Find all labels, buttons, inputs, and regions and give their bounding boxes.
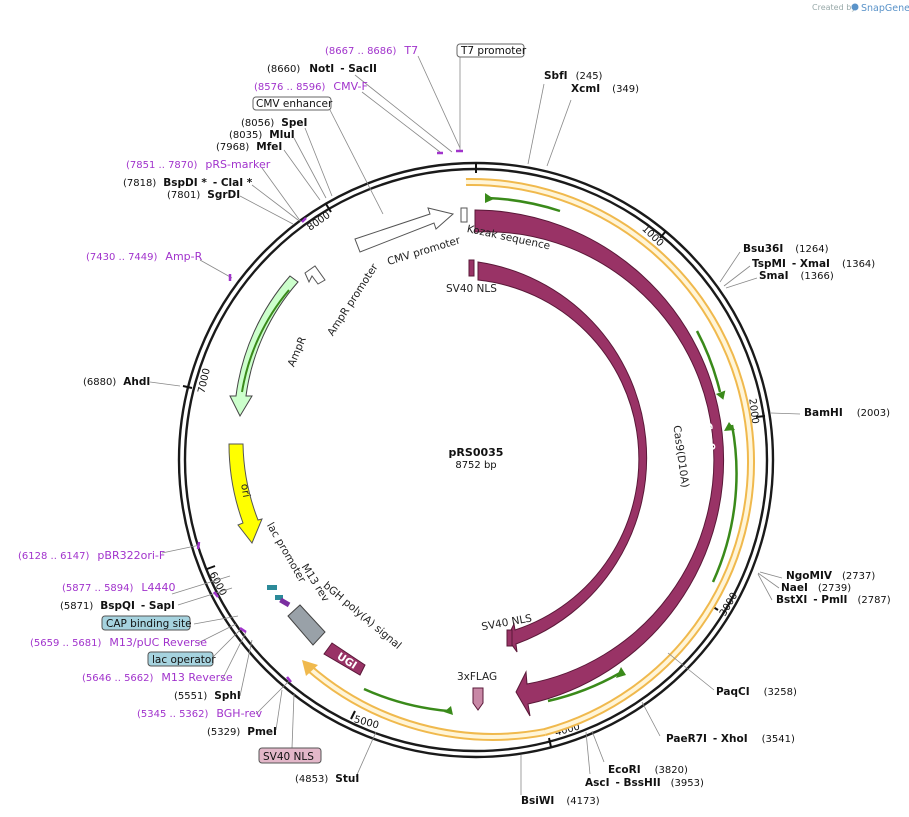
tick-8000 (325, 203, 332, 213)
enzyme-stuI[interactable]: (4853)StuI (295, 773, 359, 785)
cas9-d10a-label: Cas9(D10A) (670, 425, 691, 489)
enzyme-speI[interactable]: (8056)SpeI (241, 117, 307, 129)
bgh-polya-marker (287, 604, 326, 646)
enzyme-xcmI[interactable]: XcmI(349) (571, 83, 639, 95)
enzyme-naeI[interactable]: NaeI(2739) (781, 582, 851, 594)
tick-4000 (548, 737, 552, 748)
enzyme-ngoMIV[interactable]: NgoMIV(2737) (786, 570, 875, 582)
primer-l4440[interactable]: (5877 .. 5894)L4440 (62, 581, 176, 594)
ugi-outer-track-fill (306, 665, 546, 739)
bgh-label: bGH poly(A) signal (321, 580, 404, 652)
primer-bgh-rev[interactable]: (5345 .. 5362)BGH-rev (137, 707, 263, 720)
kozak-marker (460, 207, 468, 223)
cap-site-label: CAP binding site (106, 618, 192, 630)
primer-marks (196, 149, 463, 683)
enzyme-labels-right: SbfI(245) XcmI(349) Bsu36I(1264) TspMI- … (521, 70, 891, 807)
tick-6000 (206, 565, 216, 570)
cmv-enhancer-box[interactable] (252, 96, 332, 111)
enzyme-bstXI[interactable]: BstXI- PmlI(2787) (776, 594, 891, 606)
primer-t7[interactable]: (8667 .. 8686)T7 (325, 44, 418, 57)
lac-operator-label: lac operator (152, 654, 216, 666)
lac-operator-marker (275, 595, 283, 600)
cas9-outer-track-fill (465, 179, 753, 734)
enzyme-ascI[interactable]: AscI- BssHII(3953) (585, 777, 704, 789)
enzyme-bamHI[interactable]: BamHI(2003) (804, 407, 890, 419)
enzyme-mfeI[interactable]: (7968)MfeI (216, 141, 282, 153)
plasmid-size: 8752 bp (455, 460, 496, 471)
sv40-nls-box-label: SV40 NLS (263, 751, 314, 763)
cas9-outer-arrow (474, 209, 725, 717)
ugi-arrow (323, 642, 366, 676)
credit-brand: SnapGene (861, 3, 909, 14)
ori-arrow (228, 443, 263, 544)
t7-promoter-label: T7 promoter (460, 45, 527, 57)
leader-lines (149, 55, 801, 795)
snapgene-logo-icon (851, 3, 859, 11)
primer-cmvf[interactable]: (8576 .. 8596)CMV-F (254, 80, 368, 93)
enzyme-sphI[interactable]: (5551)SphI (174, 690, 241, 702)
cmv-promoter-arrow (354, 207, 455, 253)
green-arrowheads (444, 193, 735, 715)
ampr-green-arrow (241, 289, 290, 393)
flag-marker (472, 687, 484, 711)
sv40-nls-top-marker (468, 259, 475, 277)
enzyme-mluI[interactable]: (8035)MluI (229, 129, 295, 141)
ampr-promoter-arrow (304, 265, 326, 285)
enzyme-smaI[interactable]: SmaI(1366) (759, 270, 834, 282)
ampr-promoter-label: AmpR promoter (325, 261, 381, 338)
cmv-enhancer-label: CMV enhancer (256, 98, 333, 110)
enzyme-bspDI[interactable]: (7818)BspDI *- ClaI * (123, 177, 253, 189)
enzyme-tspMI[interactable]: TspMI- XmaI(1364) (752, 258, 875, 270)
enzyme-ecoRI[interactable]: EcoRI(3820) (608, 764, 688, 776)
enzyme-bsu36I[interactable]: Bsu36I(1264) (743, 243, 829, 255)
tick-5000 (350, 710, 356, 720)
primer-amp-r[interactable]: (7430 .. 7449)Amp-R (86, 250, 203, 263)
cap-site-box[interactable] (101, 615, 191, 631)
ampr-label: AmpR (286, 335, 309, 369)
primer-prs-marker[interactable]: (7851 .. 7870)pRS-marker (126, 158, 271, 171)
enzyme-labels-left: (8660)NotI- SacII (8056)SpeI (8035)MluI … (60, 63, 377, 785)
primer-m13-reverse[interactable]: (5646 .. 5662)M13 Reverse (82, 671, 233, 684)
flag-label: 3xFLAG (457, 671, 497, 683)
enzyme-bsiWI[interactable]: BsiWI(4173) (521, 795, 600, 807)
enzyme-sbfI[interactable]: SbfI(245) (544, 70, 603, 82)
primer-m13-puc-reverse[interactable]: (5659 .. 5681)M13/pUC Reverse (30, 636, 207, 649)
lac-promoter-label: lac promoter (264, 521, 308, 586)
enzyme-paqCI[interactable]: PaqCI(3258) (716, 686, 797, 698)
primer-labels: (8667 .. 8686)T7 (8576 .. 8596)CMV-F (78… (18, 44, 418, 720)
cas9-label: Cas9 (701, 422, 717, 452)
sv40-nls-bottom-marker (506, 629, 513, 647)
enzyme-pmeI[interactable]: (5329)PmeI (207, 726, 277, 738)
green-arrow-1 (486, 196, 561, 213)
enzyme-ahdI[interactable]: (6880)AhdI (83, 376, 150, 388)
boxed-feature-labels: T7 promoter CMV enhancer CAP binding sit… (101, 43, 527, 764)
lac-operator-box[interactable] (147, 651, 214, 667)
enzyme-paeR7I[interactable]: PaeR7I- XhoI(3541) (666, 733, 795, 745)
cap-site-marker (267, 585, 277, 590)
tick-7000 (182, 385, 193, 389)
ori-label: ori (238, 483, 252, 499)
outer-track-arrowhead (302, 660, 318, 676)
enzyme-notI[interactable]: (8660)NotI- SacII (267, 63, 377, 75)
t7-promoter-box[interactable] (456, 43, 525, 58)
enzyme-sgrDI[interactable]: (7801)SgrDI (167, 189, 240, 201)
sv40-nls-top-label: SV40 NLS (446, 283, 497, 295)
primer-pbr322ori-f[interactable]: (6128 .. 6147)pBR322ori-F (18, 549, 165, 562)
plasmid-name: pRS0035 (449, 446, 504, 459)
ampr-arrow (229, 275, 299, 418)
enzyme-bspQI[interactable]: (5871)BspQI- SapI (60, 600, 175, 612)
m13-marker (279, 597, 291, 608)
tick-2000 (755, 415, 766, 418)
tick-1000 (659, 230, 667, 239)
credit-label: Created by (812, 3, 856, 12)
sv40-nls-box[interactable] (258, 747, 322, 764)
cmv-promoter-label: CMV promoter (386, 234, 462, 268)
